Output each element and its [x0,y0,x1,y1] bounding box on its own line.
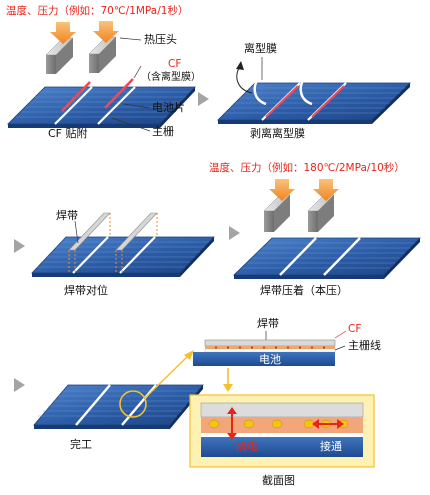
step1-release-film-note: （含离型膜） [141,70,201,83]
step1-hot-press-head-right [88,36,117,73]
step4-press-arrow-left-icon [269,179,295,201]
step4-caption: 焊带压着（本压） [260,283,348,297]
step5-zoom-circle [119,390,147,418]
step1-hot-press-head-label: 热压头 [144,33,177,46]
step1-press-arrow-right-icon [93,21,119,43]
step3-caption: 焊带对位 [64,283,108,297]
step3-next-arrow-icon [14,239,25,253]
step5-busbar-line-layer [204,348,336,353]
step1-busbar-right [97,86,136,125]
step2-peeled-film-left [253,78,267,106]
step4-solar-cell [233,237,421,279]
step1-caption: CF 贴附 [48,126,88,140]
step2-next-arrow-icon [198,92,209,106]
step2-release-film-label: 离型膜 [244,41,277,55]
step5-cell-layer [193,352,335,366]
step3-ribbon-label: 焊带 [56,208,78,222]
step5-conduction-label: 接通 [320,440,342,453]
step3-ribbon-right [115,212,158,272]
step2-peeled-film-right [299,78,313,106]
step5-insulation-arrow-icon [227,407,237,440]
step5-ribbon-label: 焊带 [257,316,279,330]
step5-cell-label: 电池 [259,353,281,366]
step5-solar-cell [33,384,204,429]
step5-caption: 完工 [70,437,92,451]
step1-cf-strip-right [104,78,134,109]
step1-busbar-left [54,86,93,125]
step5-cf-label: CF [348,323,361,335]
step2-solar-cell [217,82,411,124]
step5-next-arrow-icon [14,378,25,392]
step1-hot-press-head-left [45,37,74,74]
step1-solar-cell [7,78,196,128]
step1-cf-strip-left [61,81,91,112]
step4-hot-press-head-right [307,194,335,232]
step2-caption: 剥离离型膜 [250,126,305,140]
step1-cf-label: CF [168,58,181,70]
step5-insulation-label: 隔电 [236,440,258,453]
step5-busbar-line-label: 主栅线 [348,338,381,352]
step5-cf-layer [205,346,335,349]
step1-busbar-label: 主栅 [152,124,174,138]
step1-press-arrow-left-icon [50,22,76,44]
step4-hot-press-head-left [263,194,291,232]
step4-press-arrow-right-icon [313,179,339,201]
step5-ribbon-layer [204,339,336,347]
step1-cell-label: 电池片 [152,101,185,114]
step4-next-arrow-icon [229,226,240,240]
step4-condition-text: 温度、压力（例如：180℃/2MPa/10秒） [209,161,405,174]
step3-ribbon-left [68,212,111,272]
step5-cross-section-panel: 隔电 接通 [189,394,375,468]
step5-zoom-leader-line [144,353,191,399]
step1-condition-text: 温度、压力（例如：70℃/1MPa/1秒） [6,4,188,17]
step5-cross-section-label: 截面图 [262,473,295,487]
step5-conduction-arrow-icon [312,419,344,429]
step5-cf-particles [214,346,326,349]
